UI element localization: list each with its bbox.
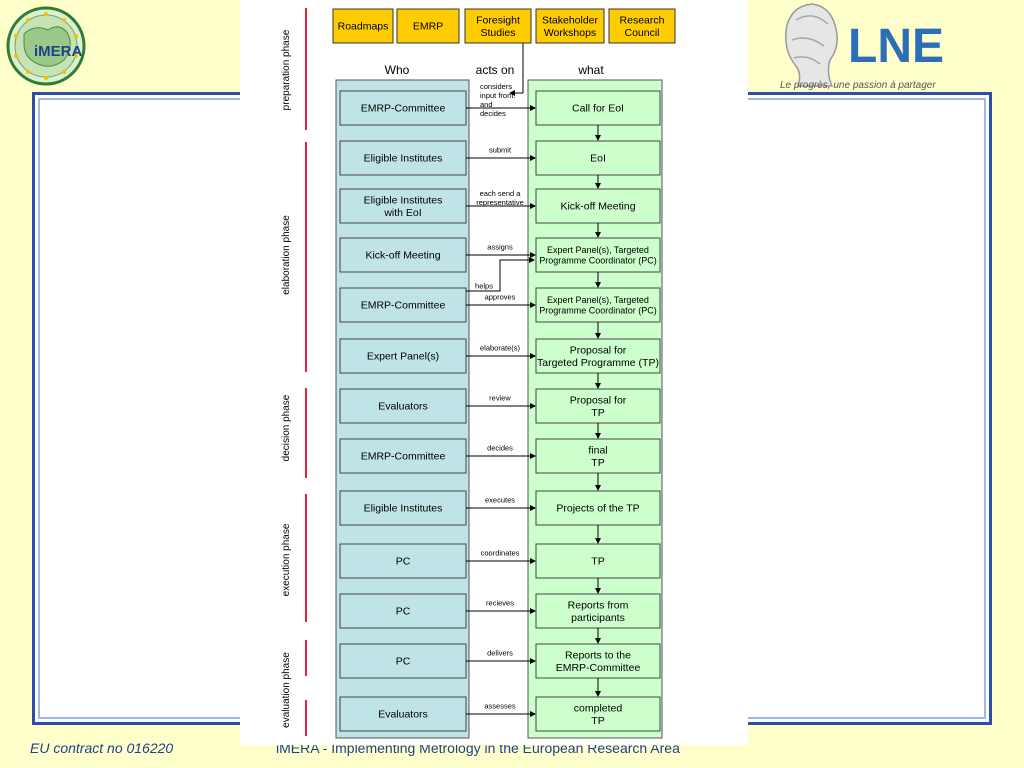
marianne-emblem-icon [784, 3, 838, 87]
helps-connector [466, 257, 535, 292]
phase-label-2: decision phase [281, 394, 292, 461]
what-box-4 [535, 287, 661, 323]
what-label-1: EoI [590, 153, 606, 165]
header-what: what [577, 63, 604, 77]
phase-label-3: execution phase [281, 523, 292, 596]
header-acts-on: acts on [476, 63, 515, 77]
acts-on-label-4: approves [485, 293, 516, 302]
input-box-2 [464, 8, 532, 44]
what-box-6 [535, 388, 661, 424]
imera-logo: iMERA [6, 6, 86, 86]
what-box-3 [535, 237, 661, 273]
what-box-2 [535, 188, 661, 224]
input-box-label-1: EMRP [413, 21, 443, 33]
what-label-8: Projects of the TP [556, 503, 639, 515]
what-box-7 [535, 438, 661, 474]
acts-on-label-3: assigns [487, 243, 513, 252]
who-label-9: PC [396, 556, 411, 568]
who-label-7: EMRP-Committee [361, 451, 446, 463]
who-box-4 [339, 287, 467, 323]
who-box-3 [339, 237, 467, 273]
who-box-10 [339, 593, 467, 629]
what-box-8 [535, 490, 661, 526]
what-label-2: Kick-off Meeting [560, 201, 635, 213]
who-box-0 [339, 90, 467, 126]
lne-logo-text: LNE [848, 20, 944, 73]
who-label-6: Evaluators [378, 401, 428, 413]
who-label-11: PC [396, 656, 411, 668]
acts-on-label-5: elaborate(s) [480, 344, 521, 353]
phase-label-0: preparation phase [281, 29, 292, 110]
who-box-12 [339, 696, 467, 732]
what-box-12 [535, 696, 661, 732]
phase-label-4: evaluation phase [281, 652, 292, 728]
who-label-10: PC [396, 606, 411, 618]
lne-logo: LNE Le progrès, une passion à partager [780, 3, 944, 91]
acts-on-label-10: recieves [486, 599, 514, 608]
acts-on-label-8: executes [485, 496, 515, 505]
who-label-1: Eligible Institutes [364, 153, 443, 165]
acts-on-label-11: delivers [487, 649, 513, 658]
input-box-3 [535, 8, 605, 44]
who-label-4: EMRP-Committee [361, 300, 446, 312]
what-label-0: Call for EoI [572, 103, 624, 115]
lne-tagline: Le progrès, une passion à partager [780, 80, 936, 91]
acts-on-label-7: decides [487, 444, 513, 453]
what-box-5 [535, 338, 661, 374]
who-box-1 [339, 140, 467, 176]
acts-on-label-1: submit [489, 146, 512, 155]
who-label-0: EMRP-Committee [361, 103, 446, 115]
what-box-0 [535, 90, 661, 126]
who-box-6 [339, 388, 467, 424]
acts-on-label-9: coordinates [481, 549, 520, 558]
who-box-2 [339, 188, 467, 224]
imera-logo-text: iMERA [34, 43, 83, 60]
who-box-9 [339, 543, 467, 579]
what-box-10 [535, 593, 661, 629]
who-label-5: Expert Panel(s) [367, 351, 439, 363]
who-box-5 [339, 338, 467, 374]
what-label-9: TP [591, 556, 604, 568]
input-box-label-0: Roadmaps [338, 21, 389, 33]
who-box-11 [339, 643, 467, 679]
who-label-12: Evaluators [378, 709, 428, 721]
footer-contract: EU contract no 016220 [30, 740, 174, 756]
header-who: Who [385, 63, 410, 77]
who-label-8: Eligible Institutes [364, 503, 443, 515]
phase-label-1: elaboration phase [281, 215, 292, 295]
helps-label: helps [475, 282, 493, 291]
what-box-1 [535, 140, 661, 176]
acts-on-label-12: assesses [484, 702, 516, 711]
input-box-1 [396, 8, 460, 44]
who-box-7 [339, 438, 467, 474]
who-label-3: Kick-off Meeting [365, 250, 440, 262]
what-box-9 [535, 543, 661, 579]
acts-on-label-6: review [489, 394, 511, 403]
input-box-0 [332, 8, 394, 44]
input-box-4 [608, 8, 676, 44]
